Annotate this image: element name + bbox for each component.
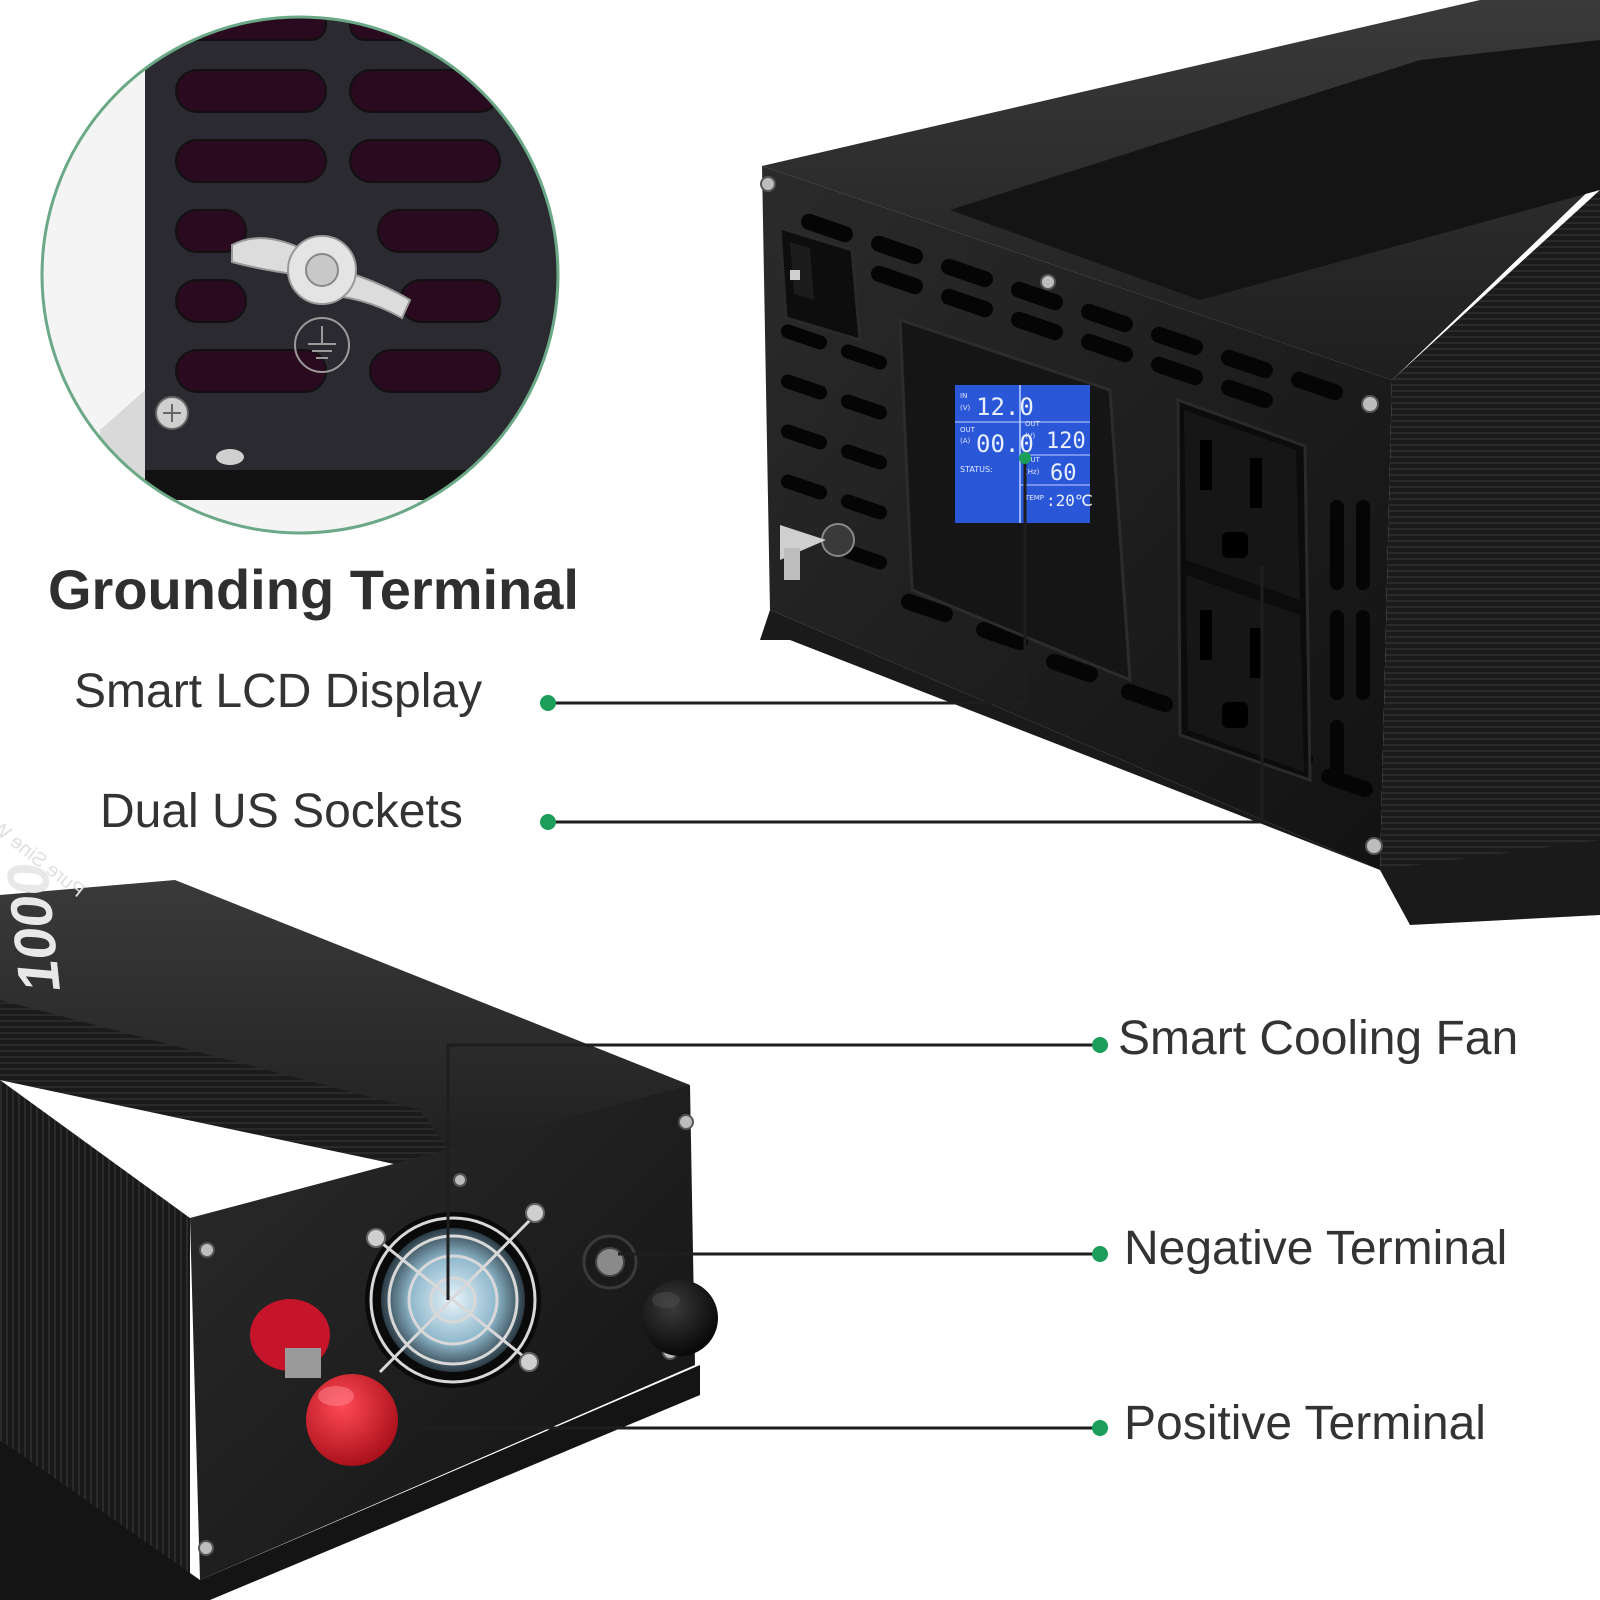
fan-callout-line [446,1043,1100,1300]
fan-callout-dot [1092,1037,1108,1053]
rear-inverter-top-ribs [0,1000,470,1180]
inverter-top-panel [950,40,1600,300]
smart-lcd-display-label: Smart LCD Display [74,665,483,718]
lcd-out-hz-unit: (Hz) [1025,468,1040,476]
lcd-callout-dot [540,695,556,711]
lcd-temp-value: :20℃ [1046,491,1093,510]
inverter-front-view: IN (V) 12.0 OUT (A) 00.0 STATUS: OUT (V)… [760,0,1600,925]
lcd-out-hz-label: OUT [1025,456,1041,464]
lcd-out-a-unit: (A) [960,437,971,445]
callout-lines [418,458,1264,1430]
lcd-in-unit: (V) [960,404,971,412]
rear-inverter-side-fins [0,1080,190,1580]
negative-callout-dot [1092,1246,1108,1262]
lcd-in-label: IN [960,392,967,400]
lcd-in-value: 12.0 [976,393,1034,421]
sockets-callout-dot [540,814,556,830]
ac-sockets [1176,397,1312,783]
grounding-magnifier [40,15,560,535]
power-switch [778,225,862,343]
positive-terminal [250,1299,398,1466]
ground-symbol-icon [294,317,350,373]
lcd-callout-line [548,458,1027,705]
inverter-side-fins [1380,190,1600,870]
callout-dots [540,452,1108,1436]
negative-terminal [582,1234,718,1356]
negative-terminal-label: Negative Terminal [1124,1222,1508,1275]
front-vent-slots [780,213,1373,798]
rear-inverter-flange [0,1365,700,1600]
sockets-callout-line [548,566,1264,824]
lcd-status-label: STATUS: [960,465,993,474]
lcd-out-a-label: OUT [960,426,976,434]
lcd-anchor-dot [1019,452,1031,464]
lcd-out-v-value: 120 [1046,429,1086,454]
positive-callout-dot [1092,1420,1108,1436]
front-screws [760,176,1383,855]
lcd-out-v-unit: (V) [1025,432,1036,440]
wing-nut [231,235,412,320]
grounding-terminal-title: Grounding Terminal [48,558,579,621]
model-text: 1000 [0,860,73,995]
magnifier-screw [155,396,189,430]
lcd-out-hz-value: 60 [1050,461,1077,486]
dual-us-sockets-label: Dual US Sockets [100,785,463,838]
smart-cooling-fan-label: Smart Cooling Fan [1118,1012,1519,1065]
cooling-fan [365,1203,545,1388]
inverter-rear-view: 1000 Pure Sine Wave Inverter [0,751,718,1600]
lcd-temp-label: TEMP [1024,494,1044,502]
positive-terminal-label: Positive Terminal [1124,1397,1486,1450]
inverter-mounting-flange [760,610,1600,925]
grounding-bolt-small [780,523,855,580]
lcd-out-v-label: OUT [1025,420,1041,428]
